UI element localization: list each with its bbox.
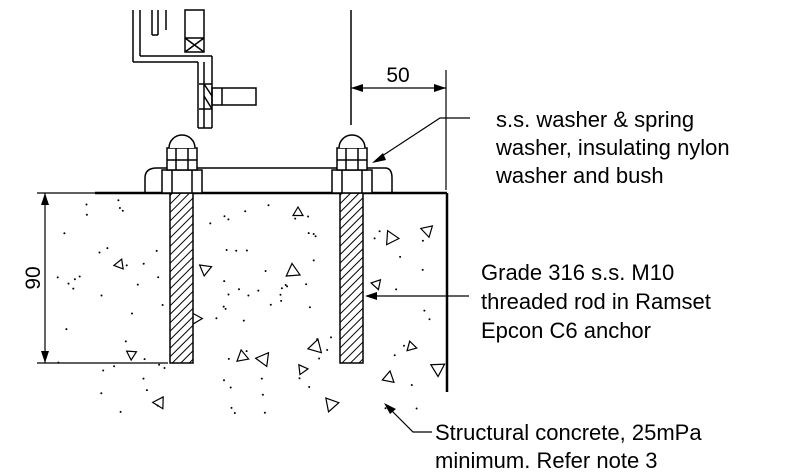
post-bracket bbox=[132, 9, 257, 129]
concrete-callout: Structural concrete, 25mPa minimum. Refe… bbox=[435, 420, 708, 472]
washer-leader bbox=[372, 117, 470, 163]
dimension-50-label: 50 bbox=[386, 64, 409, 87]
washer-callout: s.s. washer & spring washer, insulating … bbox=[495, 107, 736, 188]
anchor-right bbox=[331, 134, 373, 364]
rod-leader bbox=[365, 292, 469, 300]
rod-callout: Grade 316 s.s. M10 threaded rod in Ramse… bbox=[481, 260, 717, 343]
concrete-leader bbox=[384, 403, 432, 433]
concrete-triangles bbox=[112, 205, 446, 413]
concrete-block bbox=[56, 191, 449, 414]
anchor-left bbox=[161, 134, 203, 364]
dimension-vertical: 90 bbox=[22, 192, 168, 364]
dimension-horizontal: 50 bbox=[351, 64, 447, 190]
base-plate bbox=[144, 167, 393, 193]
dimension-90-label: 90 bbox=[22, 266, 45, 289]
concrete-aggregate bbox=[56, 199, 431, 414]
